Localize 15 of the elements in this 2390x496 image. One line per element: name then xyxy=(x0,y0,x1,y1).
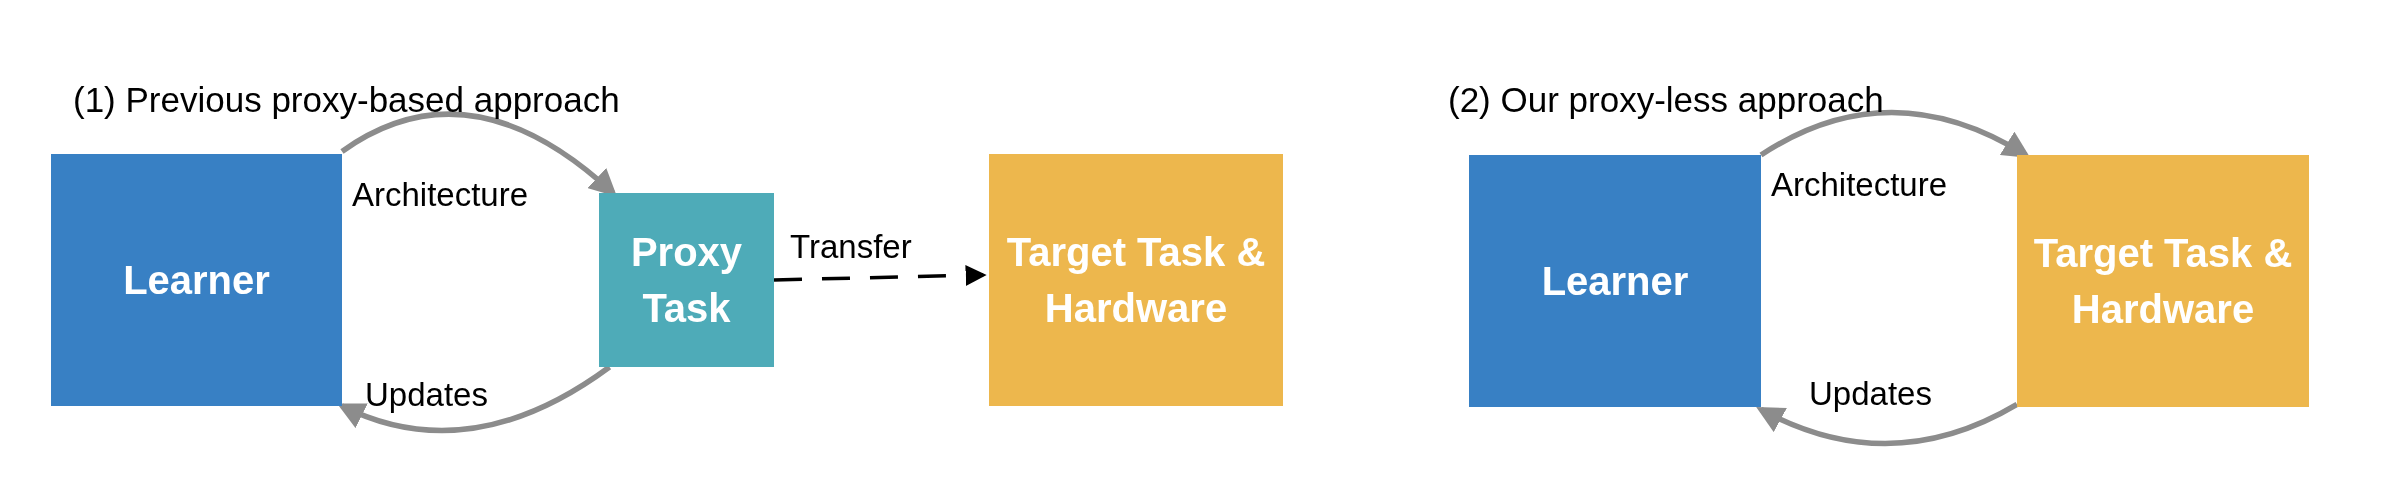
edge-label: Updates xyxy=(365,376,488,414)
arrow xyxy=(1759,109,2031,158)
target-task-box: Target Task & Hardware xyxy=(2017,155,2309,407)
panel-title: (2) Our proxy-less approach xyxy=(1448,80,1884,120)
edge-label: Architecture xyxy=(352,176,529,214)
arrow xyxy=(773,264,987,286)
edge-label: Architecture xyxy=(1771,166,1948,204)
learner-box: Learner xyxy=(1469,155,1761,407)
edge-label: Updates xyxy=(1809,375,1932,413)
panel-title: (1) Previous proxy-based approach xyxy=(73,80,620,120)
learner-box: Learner xyxy=(51,154,342,406)
arrow xyxy=(1756,402,2019,447)
edge-label: Transfer xyxy=(790,228,912,266)
target-task-box: Target Task & Hardware xyxy=(989,154,1283,406)
proxy-task-box: Proxy Task xyxy=(599,193,774,367)
